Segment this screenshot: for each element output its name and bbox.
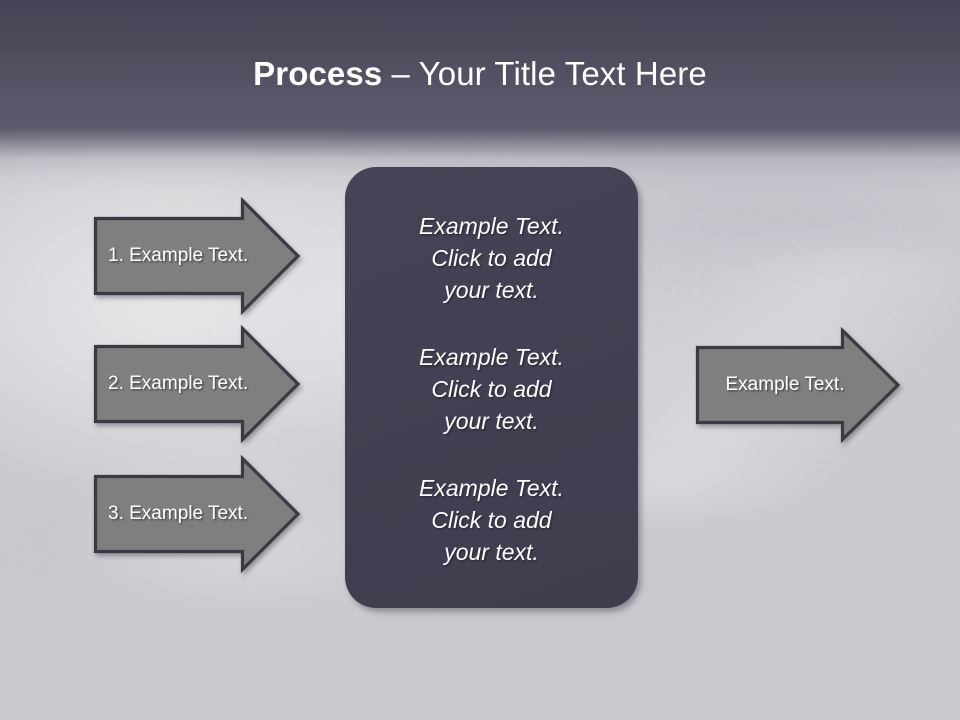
title-band (0, 0, 960, 128)
process-panel-block-2: Example Text. Click to add your text. (419, 344, 564, 434)
process-panel-block-3: Example Text. Click to add your text. (419, 475, 564, 565)
output-arrow[interactable]: Example Text. (694, 327, 902, 443)
page-title: Process – Your Title Text Here (0, 52, 960, 96)
input-arrow-2[interactable]: 2. Example Text. (92, 325, 302, 443)
input-arrow-3[interactable]: 3. Example Text. (92, 455, 302, 573)
arrow-right-icon (93, 455, 301, 573)
page-title-bold: Process (253, 55, 383, 92)
process-panel[interactable]: Example Text. Click to add your text. Ex… (345, 167, 638, 608)
process-panel-block-1: Example Text. Click to add your text. (419, 213, 564, 303)
arrow-right-icon (695, 327, 901, 443)
arrow-right-icon (93, 197, 301, 315)
page-title-rest: – Your Title Text Here (382, 55, 707, 92)
arrow-right-icon (93, 325, 301, 443)
input-arrow-1[interactable]: 1. Example Text. (92, 197, 302, 315)
